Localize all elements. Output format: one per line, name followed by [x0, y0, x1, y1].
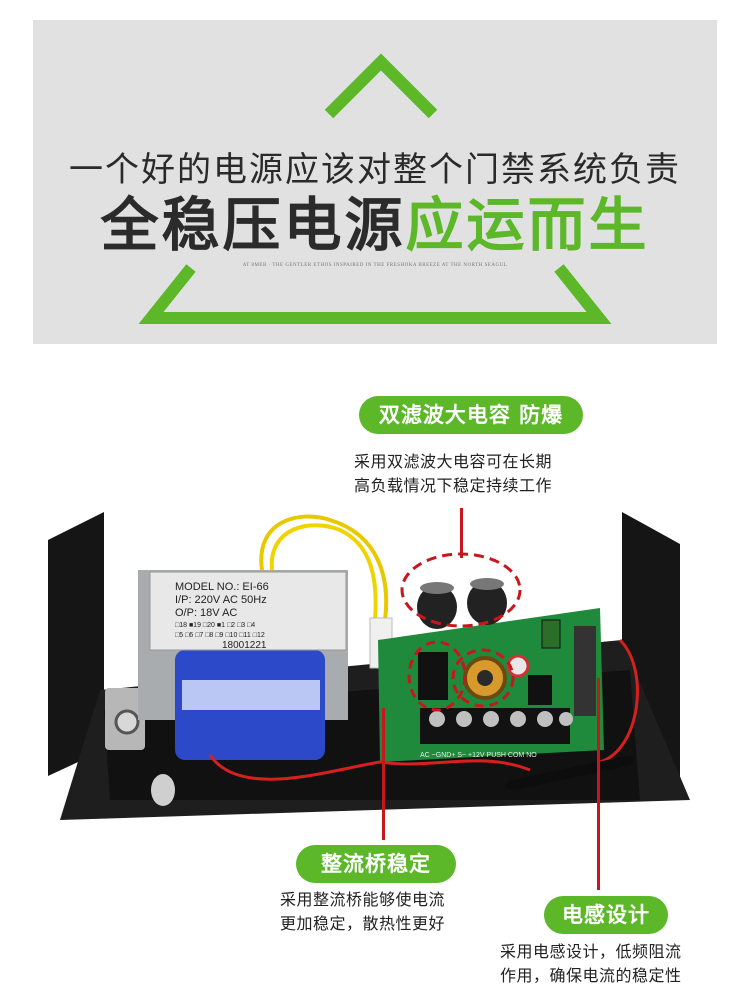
- title-green-part: 应运而生: [405, 191, 650, 259]
- inductor-callout-line: [597, 678, 600, 890]
- feature-inductor-label: 电感设计: [544, 896, 668, 934]
- capacitor-1: [417, 585, 457, 629]
- rectifier-highlight: [407, 640, 467, 712]
- label-row2: □5 □6 □7 □8 □9 □10 □11 □12: [175, 632, 265, 639]
- transformer-label: [149, 571, 347, 651]
- header-banner: 一个好的电源应该对整个门禁系统负责 全稳压电源应运而生 AT 8MEB · TH…: [33, 20, 717, 344]
- bracket-left-wall: [48, 512, 104, 776]
- label-op: O/P: 18V AC: [175, 607, 237, 619]
- desc-line: 更加稳定，散热性更好: [280, 914, 446, 933]
- desc-line: 高负载情况下稳定持续工作: [354, 476, 553, 495]
- fuse-holder: [506, 755, 634, 791]
- triangle-decoration: [138, 53, 612, 324]
- feature-inductor-desc: 采用电感设计，低频阻流 作用，确保电流的稳定性: [500, 940, 740, 988]
- keyhole-slot: [151, 774, 175, 806]
- desc-line: 采用双滤波大电容可在长期: [354, 452, 553, 471]
- feature-capacitor-label: 双滤波大电容 防爆: [359, 396, 583, 434]
- power-supply-photo: MODEL NO.: EI-66 I/P: 220V AC 50Hz O/P: …: [48, 512, 690, 820]
- label-model: MODEL NO.: EI-66: [175, 581, 269, 593]
- desc-line: 作用，确保电流的稳定性: [500, 966, 682, 985]
- title-dark-part: 全稳压电源: [100, 191, 406, 259]
- capacitor-2: [467, 581, 507, 625]
- feature-rectifier-desc: 采用整流桥能够使电流 更加稳定，散热性更好: [280, 888, 500, 936]
- label-serial: 18001221: [222, 640, 267, 651]
- inductor-highlight: [451, 648, 515, 708]
- capacitor-callout-line: [460, 508, 463, 558]
- rectifier-callout-line: [382, 708, 385, 840]
- feature-rectifier-label: 整流桥稳定: [296, 845, 456, 883]
- screw-icon: [114, 709, 140, 735]
- desc-line: 采用电感设计，低频阻流: [500, 942, 682, 961]
- headline: 一个好的电源应该对整个门禁系统负责: [69, 150, 681, 190]
- desc-line: 采用整流桥能够使电流: [280, 890, 446, 909]
- page-title: 全稳压电源应运而生: [33, 192, 717, 258]
- label-row1: □18 ■19 □20 ■1 □2 □3 □4: [175, 622, 255, 629]
- tagline: AT 8MEB · THE GENTLER ETHOS INSPAIRED IN…: [242, 263, 508, 268]
- terminal-text: AC ~GND+ S~ +12V PUSH COM NO: [420, 752, 537, 759]
- rectifier-bridge: [418, 652, 448, 700]
- label-ip: I/P: 220V AC 50Hz: [175, 594, 267, 606]
- feature-capacitor-desc: 采用双滤波大电容可在长期 高负载情况下稳定持续工作: [354, 450, 614, 498]
